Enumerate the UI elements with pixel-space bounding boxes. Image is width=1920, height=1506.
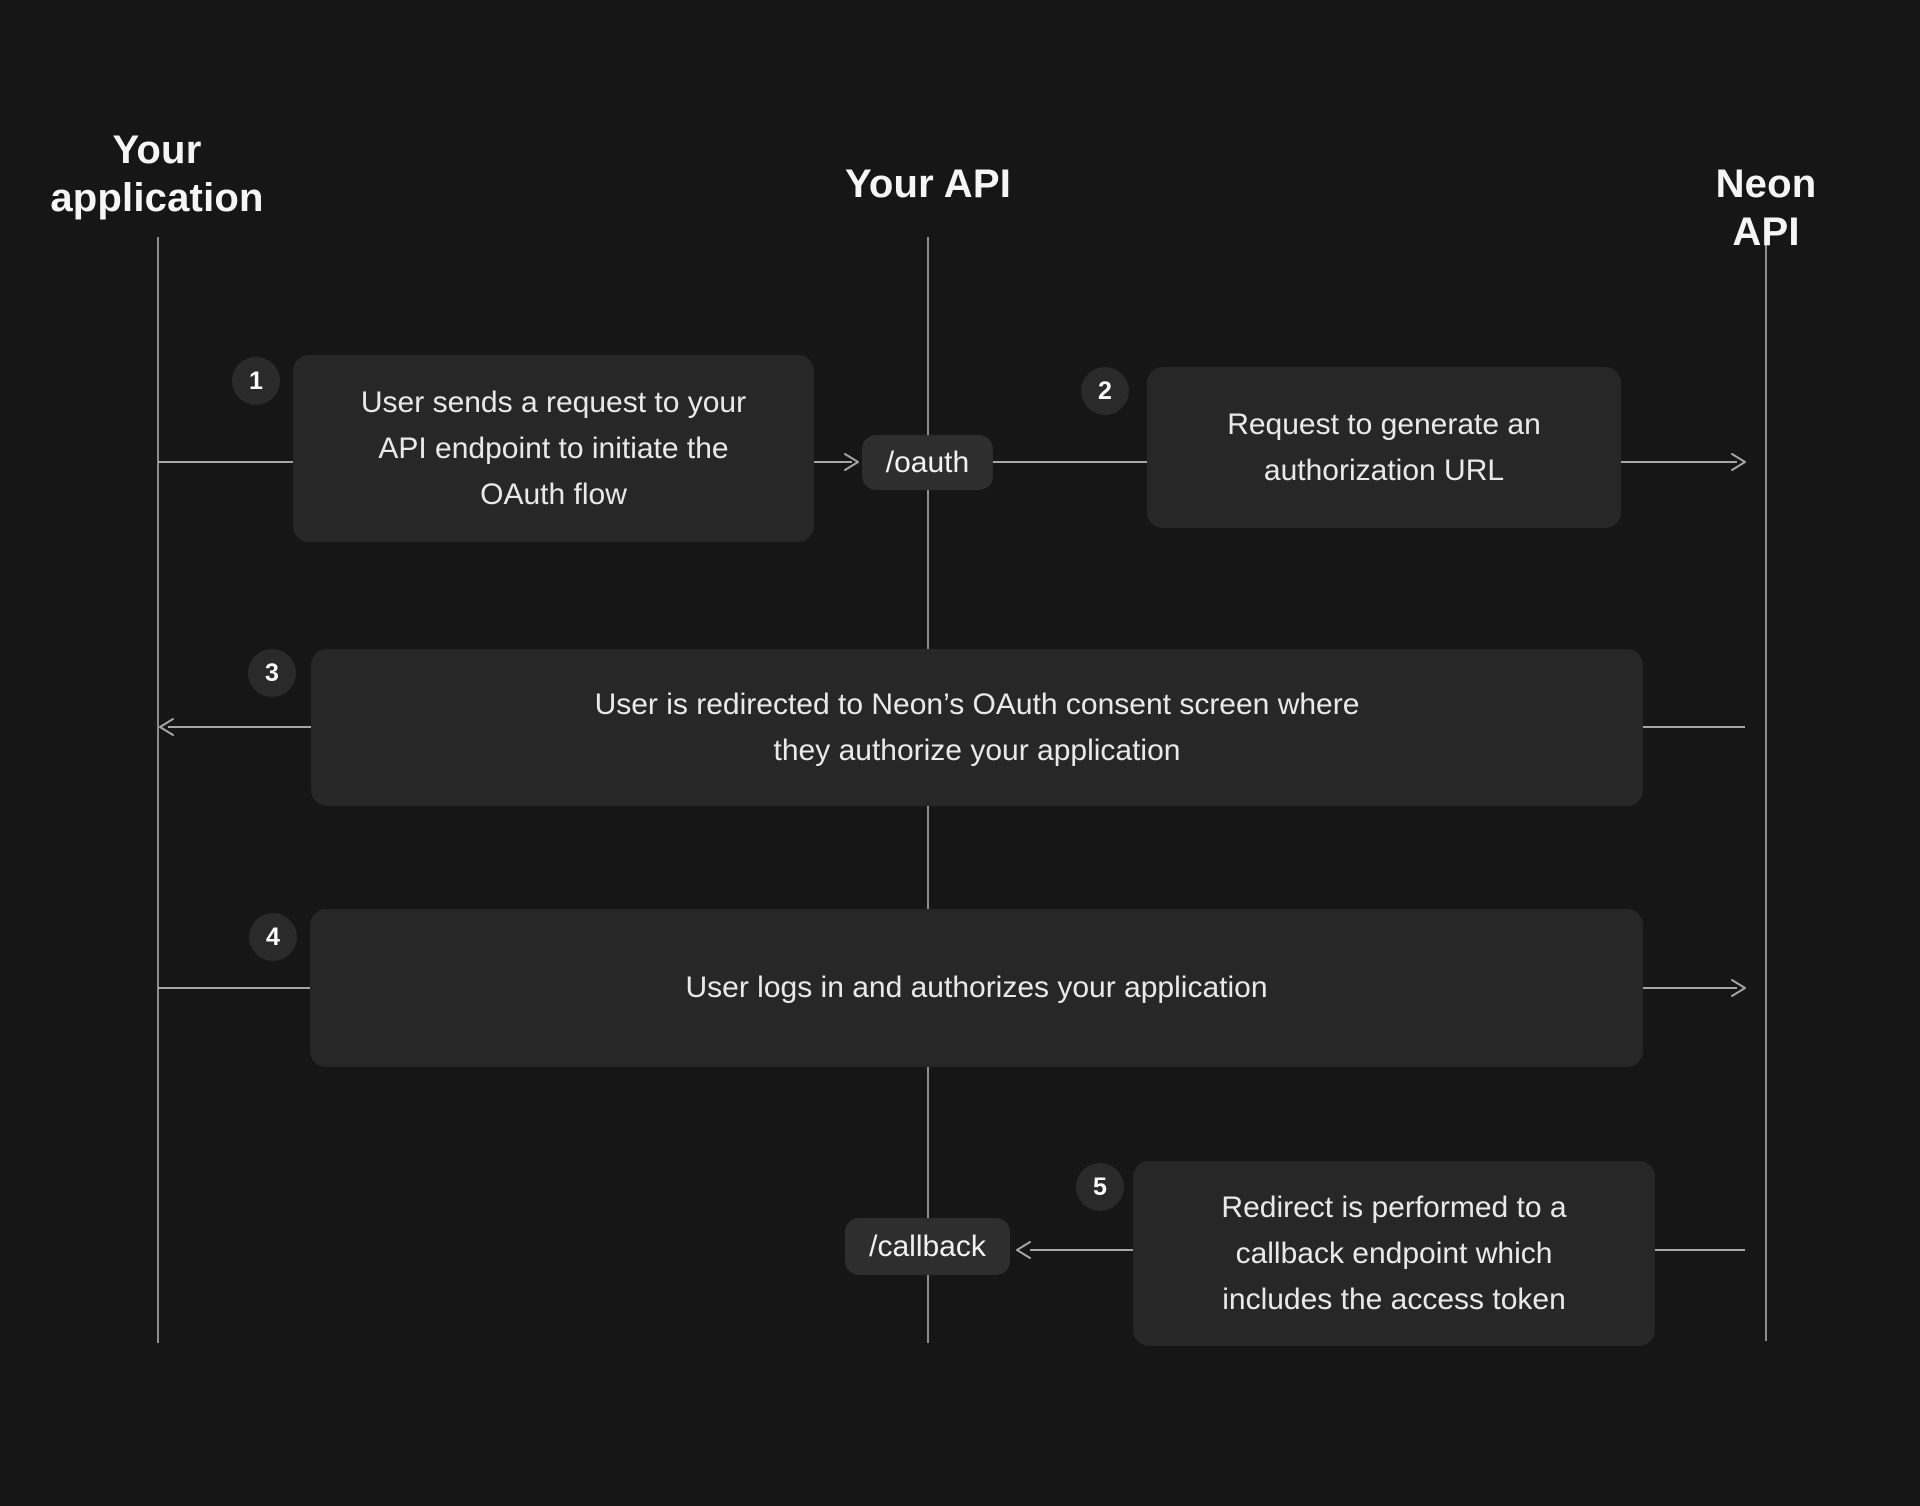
step1-message-box: User sends a request to your API endpoin… (293, 355, 814, 542)
step3-arrowhead-left-icon (159, 718, 174, 736)
step5-arrowhead-left-icon (1016, 1241, 1031, 1259)
actor-your-api: Your API (844, 162, 1012, 206)
actor-your-application: Your application (50, 128, 264, 220)
step3-message-box: User is redirected to Neon’s OAuth conse… (311, 649, 1643, 806)
step2-number-badge: 2 (1081, 367, 1129, 415)
oauth-endpoint-badge: /oauth (862, 435, 993, 490)
step4-message-box: User logs in and authorizes your applica… (310, 909, 1643, 1067)
step3-number-badge: 3 (248, 649, 296, 697)
step2-arrowhead-right-icon (1731, 453, 1746, 471)
actor-neon-api: Neon API (1715, 162, 1817, 254)
step2-message-box: Request to generate an authorization URL (1147, 367, 1621, 528)
step4-arrowhead-right-icon (1731, 979, 1746, 997)
callback-endpoint-badge: /callback (845, 1218, 1010, 1275)
step1-number-badge: 1 (232, 357, 280, 405)
step4-number-badge: 4 (249, 913, 297, 961)
step5-number-badge: 5 (1076, 1163, 1124, 1211)
step5-message-box: Redirect is performed to a callback endp… (1133, 1161, 1655, 1346)
step1-arrowhead-right-icon (844, 453, 859, 471)
